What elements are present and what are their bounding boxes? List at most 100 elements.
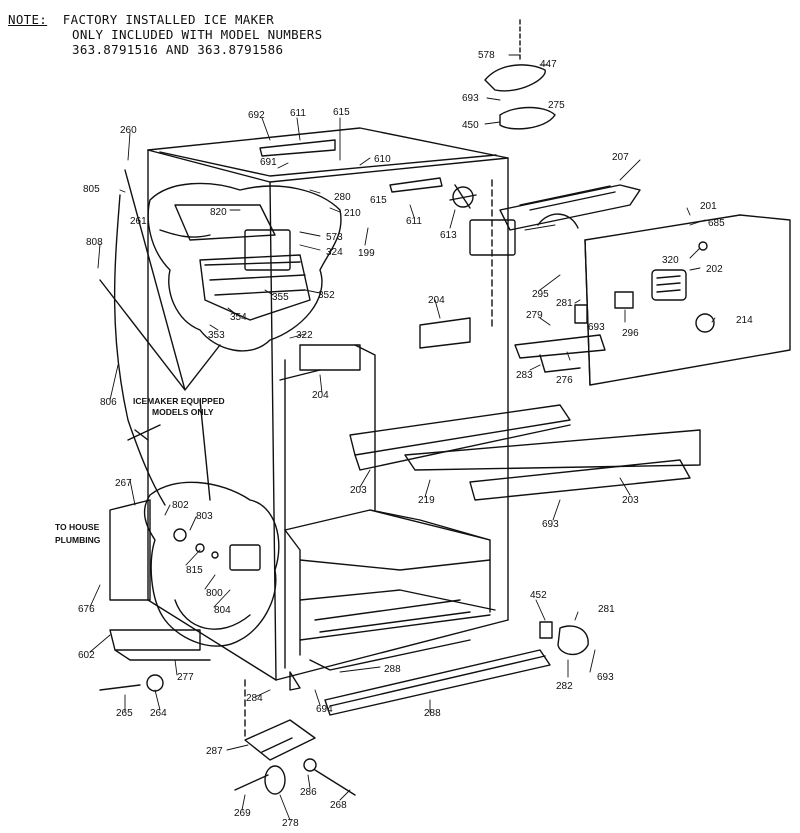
part-label-202: 202 — [706, 264, 723, 275]
part-label-320: 320 — [662, 255, 679, 266]
icemaker-caption-1: ICEMAKER EQUIPPED — [133, 396, 225, 406]
part-label-610: 610 — [374, 154, 391, 165]
part-label-275: 275 — [548, 100, 565, 111]
part-label-353: 353 — [208, 330, 225, 341]
part-label-693c: 693 — [542, 519, 559, 530]
part-label-268: 268 — [330, 800, 347, 811]
part-label-279: 279 — [526, 310, 543, 321]
part-label-281b: 281 — [598, 604, 615, 615]
note-line-1: FACTORY INSTALLED ICE MAKER — [62, 12, 275, 27]
part-label-283: 283 — [516, 370, 533, 381]
part-label-611b: 611 — [406, 216, 422, 227]
part-label-324: 324 — [326, 247, 343, 258]
water-valve-cutaway — [143, 481, 280, 647]
note-line-3: 363.8791516 AND 363.8791586 — [72, 42, 284, 57]
part-label-602: 602 — [78, 650, 95, 661]
part-label-808: 808 — [86, 237, 103, 248]
part-number-labels: 578 447 693 275 450 260 692 611 615 207 691 610 805 2… — [78, 50, 753, 829]
part-label-676: 676 — [78, 604, 95, 615]
part-label-820: 820 — [210, 207, 227, 218]
icemaker-caption-2: MODELS ONLY — [152, 407, 214, 417]
part-label-260: 260 — [120, 125, 137, 136]
plumbing-caption-1: TO HOUSE — [55, 522, 100, 532]
part-label-288a: 288 — [384, 664, 401, 675]
part-label-199: 199 — [358, 248, 375, 259]
note-line-2: ONLY INCLUDED WITH MODEL NUMBERS — [72, 27, 323, 42]
factory-note: NOTE: FACTORY INSTALLED ICE MAKER ONLY I… — [8, 12, 322, 57]
part-label-354: 354 — [230, 312, 247, 323]
icemaker-cutaway — [147, 182, 342, 352]
part-label-450: 450 — [462, 120, 479, 131]
hinge-bracket — [514, 334, 606, 359]
bottom-hinge — [557, 625, 589, 656]
part-label-578: 578 — [478, 50, 495, 61]
part-label-296: 296 — [622, 328, 639, 339]
water-tube — [113, 194, 166, 506]
part-label-219: 219 — [418, 495, 435, 506]
part-label-282: 282 — [556, 681, 573, 692]
part-label-452: 452 — [530, 590, 547, 601]
part-label-277: 277 — [177, 672, 194, 683]
part-label-261: 261 — [130, 216, 147, 227]
control-assembly — [449, 184, 641, 256]
bottom-brace — [109, 629, 201, 651]
part-label-204b: 204 — [312, 390, 329, 401]
part-label-207: 207 — [612, 152, 629, 163]
part-label-276: 276 — [556, 375, 573, 386]
part-label-692: 692 — [248, 110, 265, 121]
part-label-805: 805 — [83, 184, 100, 195]
part-label-287: 287 — [206, 746, 223, 757]
part-label-693a: 693 — [462, 93, 479, 104]
part-label-281a: 281 — [556, 298, 573, 309]
part-label-613: 613 — [440, 230, 457, 241]
control-panel — [584, 214, 791, 386]
part-label-352: 352 — [318, 290, 335, 301]
part-label-203b: 203 — [622, 495, 639, 506]
part-label-210: 210 — [344, 208, 361, 219]
grille-288 — [324, 649, 551, 716]
part-label-615b: 615 — [370, 195, 387, 206]
roller-bracket — [244, 719, 316, 761]
part-label-267: 267 — [115, 478, 132, 489]
part-label-691: 691 — [260, 157, 277, 168]
part-label-447: 447 — [540, 59, 557, 70]
part-label-264: 264 — [150, 708, 167, 719]
part-label-815: 815 — [186, 565, 203, 576]
part-label-201: 201 — [700, 201, 717, 212]
part-label-693b: 693 — [588, 322, 605, 333]
top-rail — [259, 139, 336, 157]
part-label-269: 269 — [234, 808, 251, 819]
part-label-694: 694 — [316, 704, 333, 715]
part-label-265: 265 — [116, 708, 133, 719]
part-label-802: 802 — [172, 500, 189, 511]
part-label-288b: 288 — [424, 708, 441, 719]
part-label-204a: 204 — [428, 295, 445, 306]
part-label-278: 278 — [282, 818, 299, 829]
cabinet — [147, 127, 509, 741]
icemaker-leaders — [99, 169, 221, 501]
part-label-806: 806 — [100, 397, 117, 408]
part-label-286: 286 — [300, 787, 317, 798]
plumbing-caption-2: PLUMBING — [55, 535, 101, 545]
part-label-800: 800 — [206, 588, 223, 599]
captions: ICEMAKER EQUIPPED MODELS ONLY TO HOUSE P… — [55, 396, 225, 545]
part-label-693d: 693 — [597, 672, 614, 683]
part-label-284: 284 — [246, 693, 263, 704]
callout-leaders — [89, 54, 716, 821]
part-label-804: 804 — [214, 605, 231, 616]
part-label-355: 355 — [272, 292, 289, 303]
top-hinge — [484, 19, 556, 130]
part-label-615a: 615 — [333, 107, 350, 118]
part-label-611a: 611 — [290, 108, 306, 119]
part-label-685: 685 — [708, 218, 725, 229]
part-label-280: 280 — [334, 192, 351, 203]
note-label: NOTE: — [8, 12, 48, 27]
part-label-203a: 203 — [350, 485, 367, 496]
part-label-803: 803 — [196, 511, 213, 522]
back-panel — [109, 499, 151, 601]
part-label-573: 573 — [326, 232, 343, 243]
part-label-214: 214 — [736, 315, 753, 326]
part-label-322: 322 — [296, 330, 313, 341]
